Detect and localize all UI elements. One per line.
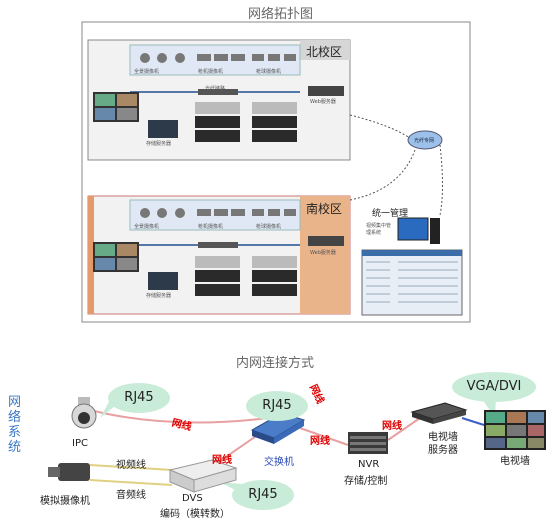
vga-dvi-bubble: VGA/DVI <box>452 372 536 402</box>
south-zone-label: 南校区 <box>306 202 343 216</box>
nvr-label: NVR <box>358 459 380 470</box>
north-web-server-label: Web服务器 <box>310 99 336 105</box>
audio-cable-label: 音频线 <box>116 490 146 501</box>
intranet-title: 内网连接方式 <box>236 356 315 371</box>
topology-title: 网络拓扑图 <box>248 7 314 22</box>
wire-label-dvs: 网线 <box>212 455 232 466</box>
north-zone-label: 北校区 <box>306 45 343 59</box>
side-char-1: 网 <box>8 395 22 410</box>
side-char-3: 系 <box>8 425 22 440</box>
south-zone <box>87 195 351 315</box>
rj45-bubble-ipc: RJ45 <box>108 383 170 413</box>
north-cam-label-3: 枪球摄像机 <box>256 69 282 75</box>
network-system-label: 网 络 系 统 <box>8 395 22 455</box>
south-cam-label-2: 枪机摄像机 <box>198 224 224 230</box>
south-cam-label-1: 全景摄像机 <box>134 224 160 230</box>
tvwall-label: 电视墙 <box>500 456 530 467</box>
mgmt-label: 统一管理 <box>372 209 409 219</box>
nvr-sub-label: 存储/控制 <box>344 476 388 487</box>
side-char-2: 络 <box>8 410 22 425</box>
south-storage-label: 存储服务器 <box>146 293 172 299</box>
rj45-bubble-dvs: RJ45 <box>232 480 294 510</box>
south-cam-label-3: 枪球摄像机 <box>256 224 282 230</box>
rj45-bubble-switch: RJ45 <box>246 391 308 421</box>
dvs-label: DVS <box>182 493 203 504</box>
ipc-label: IPC <box>72 438 88 449</box>
fiber-network-label: 光纤专网 <box>414 138 435 144</box>
analog-camera-label: 模拟摄像机 <box>40 496 90 507</box>
north-zone <box>87 39 351 161</box>
tvwall-server-label-1: 电视墙 <box>428 432 458 443</box>
wire-label-nvr: 网线 <box>310 436 330 447</box>
mgmt-sub-label: 视频集中管理系统 <box>366 223 392 236</box>
north-link-label: 光纤链路 <box>205 86 226 92</box>
north-cam-label-1: 全景摄像机 <box>134 69 160 75</box>
dvs-sub-label: 编码（模转数） <box>160 509 230 520</box>
north-storage-label: 存储服务器 <box>146 141 172 147</box>
video-cable-label: 视频线 <box>116 460 146 471</box>
tvwall-server-label-2: 服务器 <box>428 445 458 456</box>
south-web-server-label: Web服务器 <box>310 250 336 256</box>
wire-label-server: 网线 <box>382 421 402 432</box>
side-char-4: 统 <box>8 440 22 455</box>
north-cam-label-2: 枪机摄像机 <box>198 69 224 75</box>
switch-label: 交换机 <box>264 457 294 468</box>
